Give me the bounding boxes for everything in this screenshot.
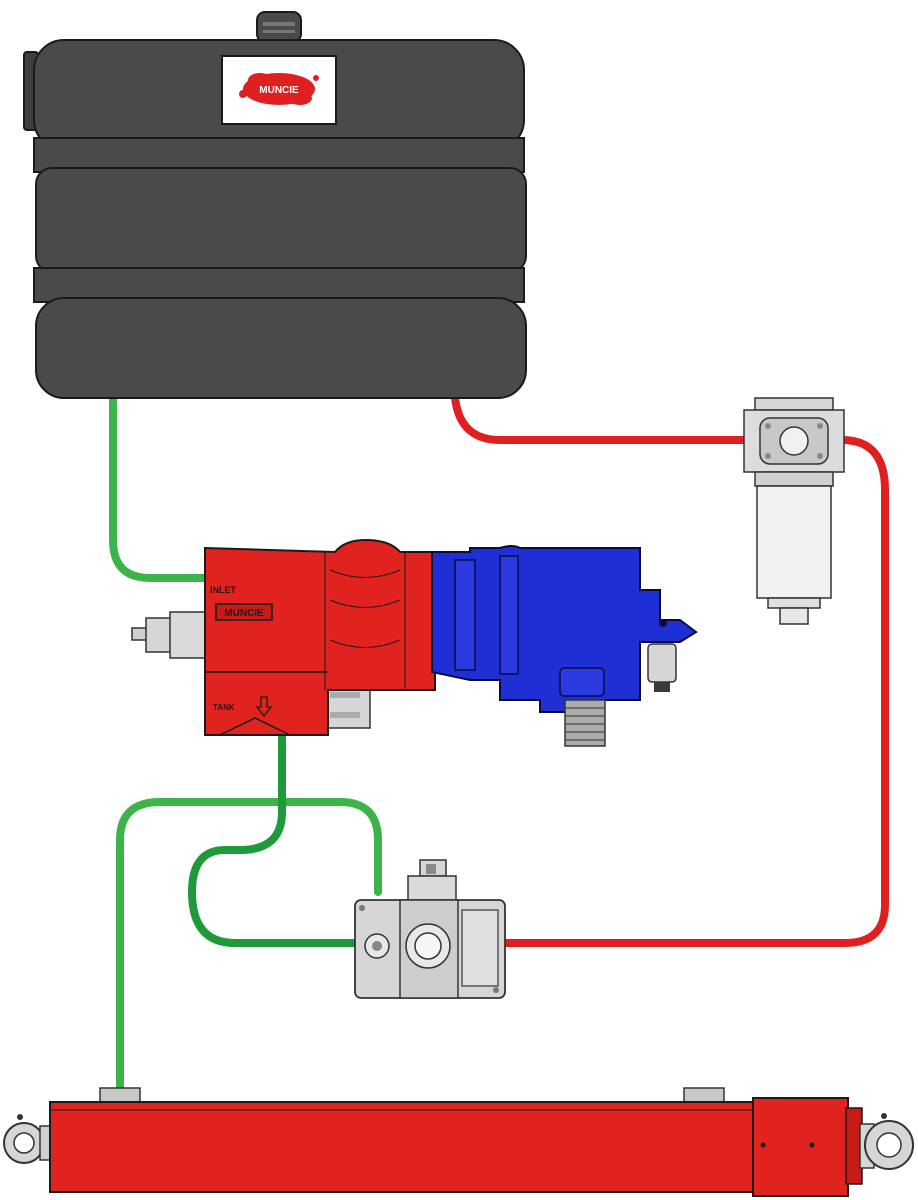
pressure-hose <box>451 394 752 444</box>
hydraulic-cylinder <box>3 1087 914 1197</box>
arrow-down-icon <box>255 696 273 718</box>
pto-housing <box>431 545 698 713</box>
filter-bowl <box>756 485 832 599</box>
tank-rib <box>35 167 527 273</box>
tank-label: TANK <box>213 703 235 712</box>
suction-hose <box>109 394 209 582</box>
svg-text:MUNCIE: MUNCIE <box>224 608 264 619</box>
output-shaft <box>564 699 606 747</box>
cylinder-end-cap <box>752 1097 849 1197</box>
solenoid <box>647 643 677 683</box>
svg-text:MUNCIE: MUNCIE <box>259 85 299 96</box>
return-filter <box>743 397 845 625</box>
muncie-logo: MUNCIE <box>239 73 319 105</box>
pressure-hose-right <box>501 436 889 947</box>
pump-logo-plate <box>215 603 273 621</box>
hoses <box>109 394 889 1094</box>
control-valve <box>354 859 506 999</box>
tank-bottom-section <box>35 297 527 399</box>
pto-unit <box>431 545 698 747</box>
hydraulic-pump: MUNCIE INLET TANK <box>131 538 436 736</box>
pump-body <box>204 538 436 736</box>
cylinder-barrel <box>49 1101 756 1193</box>
return-hose <box>188 731 359 947</box>
hydraulic-tank: MUNCIE <box>23 11 527 399</box>
filler-cap <box>256 11 302 43</box>
inlet-label: INLET <box>210 585 237 595</box>
cylinder-hose <box>116 798 382 1094</box>
